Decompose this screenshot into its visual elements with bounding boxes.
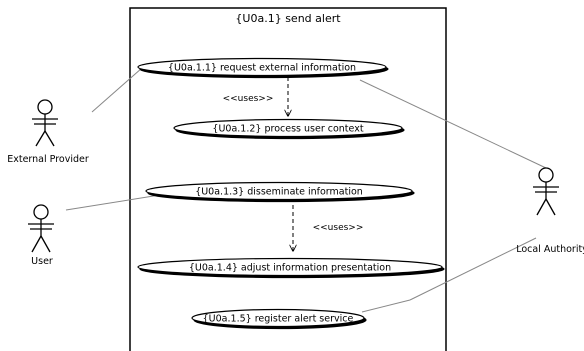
- use-case-ellipse: [137, 57, 387, 77]
- use-case-label-uc3: {U0a.1.3} disseminate information: [195, 187, 363, 198]
- use-case-label-uc4: {U0a.1.4} adjust information presentatio…: [189, 263, 391, 274]
- actor-label-external-provider: External Provider: [7, 154, 89, 165]
- use-case-ellipse: [145, 181, 413, 201]
- use-case-ellipse: [191, 308, 365, 328]
- actor-label-user: User: [31, 256, 53, 267]
- actor-external-provider: [32, 99, 58, 147]
- association-line: [359, 79, 547, 169]
- association-line: [409, 237, 537, 301]
- system-title: {U0a.1} send alert: [235, 12, 341, 25]
- use-case-label-uc5: {U0a.1.5} register alert service: [203, 314, 354, 325]
- uses-label: <<uses>>: [313, 223, 364, 233]
- uses-label: <<uses>>: [223, 94, 274, 104]
- association-line: [361, 299, 411, 313]
- use-case-ellipse: [137, 257, 443, 277]
- use-case-label-uc1: {U0a.1.1} request external information: [168, 63, 356, 74]
- actor-local-authority: [533, 167, 559, 216]
- use-case-ellipse: [173, 118, 403, 138]
- actor-label-local-authority: Local Authority: [516, 244, 584, 255]
- association-line: [91, 67, 143, 113]
- actor-user: [28, 204, 54, 253]
- association-line: [65, 193, 167, 211]
- use-case-label-uc2: {U0a.1.2} process user context: [212, 124, 363, 135]
